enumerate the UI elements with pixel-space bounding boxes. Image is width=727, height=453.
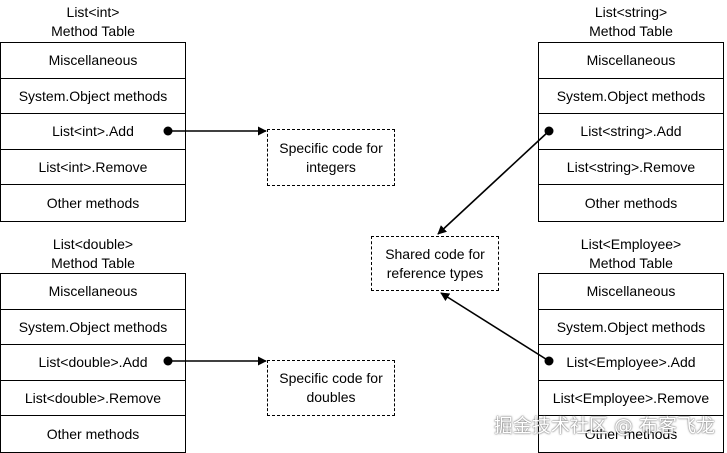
title-line: List<int> [66, 4, 120, 20]
table-row: Miscellaneous [1, 43, 185, 79]
table-row: System.Object methods [1, 79, 185, 114]
table-row: Miscellaneous [539, 274, 723, 310]
method-table-int: Miscellaneous System.Object methods List… [0, 42, 186, 222]
table-row: System.Object methods [539, 79, 723, 114]
title-line: List<double> [52, 236, 134, 252]
table-row: List<Employee>.Add [539, 345, 723, 381]
table-row: Other methods [46, 194, 140, 211]
table-row: List<string>.Remove [539, 150, 723, 185]
arrow-int-add [163, 126, 267, 136]
box-line: Specific code for [279, 139, 383, 156]
table-row: Miscellaneous [1, 274, 185, 310]
table-title-int: List<int> Method Table [0, 3, 186, 41]
table-title-employee: List<Employee> Method Table [538, 235, 724, 273]
table-row: List<int>.Remove [1, 150, 185, 185]
watermark-text: 掘金技术社区 @ 布客飞龙 [493, 415, 715, 437]
box-line: Specific code for [279, 370, 383, 386]
method-table-employee: Miscellaneous System.Object methods List… [538, 273, 724, 453]
specific-code-integers-box: Specific code for integers [267, 129, 395, 186]
title-line: List<string> [594, 4, 668, 20]
title-line: Method Table [51, 255, 135, 271]
method-table-string: Miscellaneous System.Object methods List… [538, 42, 724, 222]
table-row: List<int>.Add [1, 114, 185, 150]
table-row: List<string>.Add [539, 114, 723, 150]
table-row: List<double>.Add [1, 345, 185, 381]
box-line: Shared code for [385, 245, 485, 262]
box-line: doubles [306, 389, 356, 405]
table-title-double: List<double> Method Table [0, 235, 186, 273]
table-row: System.Object methods [539, 310, 723, 345]
arrow-employee-add [440, 292, 554, 366]
shared-code-box: Shared code for reference types [371, 236, 499, 291]
table-row: System.Object methods [1, 310, 185, 345]
title-line: Method Table [589, 23, 673, 39]
box-line: reference types [386, 264, 484, 281]
table-row: Other methods [584, 425, 678, 442]
arrow-line [440, 292, 550, 362]
arrow-string-add [437, 126, 554, 235]
box-line: integers [306, 158, 356, 175]
table-row: Other methods [584, 194, 678, 211]
title-line: Method Table [51, 23, 135, 39]
table-row: List<double>.Remove [1, 381, 185, 416]
title-line: List<Employee> [580, 236, 682, 252]
table-row: Other methods [46, 425, 140, 442]
title-line: Method Table [589, 255, 673, 271]
arrow-line [437, 130, 550, 235]
table-row: List<Employee>.Remove [539, 381, 723, 416]
table-title-string: List<string> Method Table [538, 3, 724, 41]
table-row: Miscellaneous [539, 43, 723, 79]
specific-code-doubles-box: Specific code for doubles [267, 360, 395, 416]
arrow-double-add [163, 356, 267, 366]
